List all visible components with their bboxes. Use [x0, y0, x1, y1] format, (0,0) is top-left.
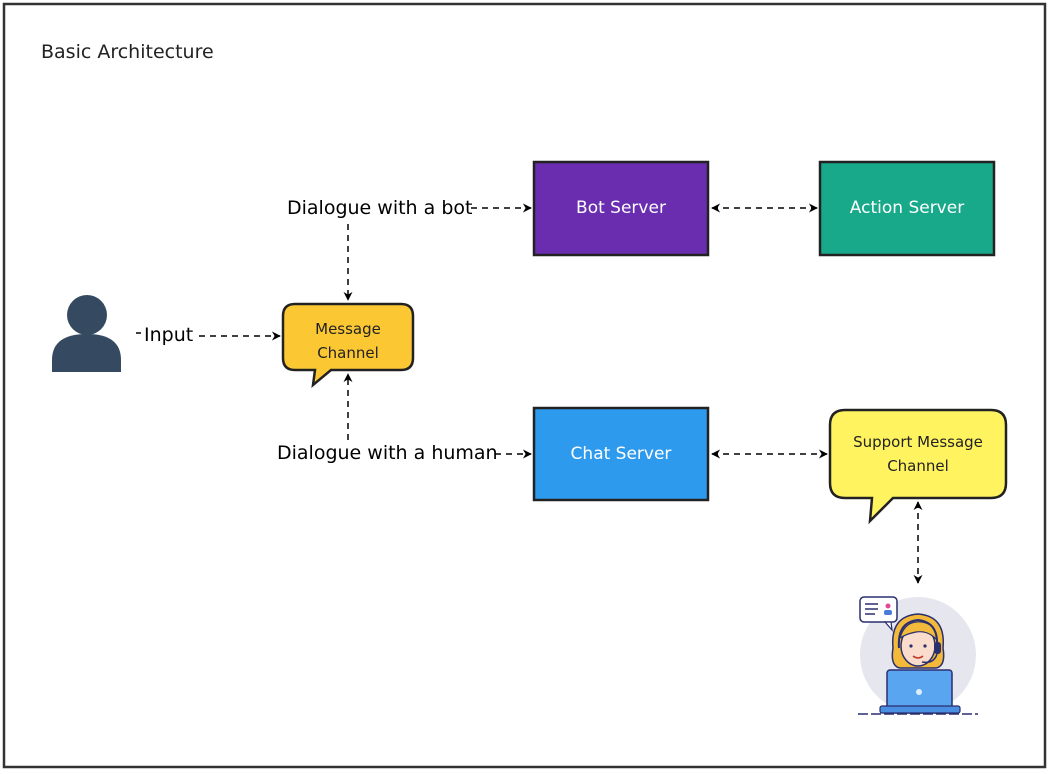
bot-server-node[interactable]: Bot Server [532, 160, 710, 257]
action-server-label: Action Server [850, 198, 964, 218]
user-icon [52, 295, 121, 372]
support-agent-icon [858, 596, 978, 715]
support-channel-label-line2: Channel [887, 457, 949, 475]
edge-label-input: Input [144, 324, 193, 346]
support-channel-label-line1: Support Message [853, 433, 983, 451]
message-channel-bubble [281, 302, 415, 389]
message-channel-label-line2: Channel [317, 344, 379, 362]
edge-label-dialogue-human: Dialogue with a human [277, 442, 498, 464]
message-channel-label-line1: Message [315, 320, 381, 338]
bot-server-box [532, 160, 710, 257]
chat-server-box [532, 406, 710, 502]
action-server-node[interactable]: Action Server [818, 160, 996, 257]
message-channel-node[interactable]: Message Channel [281, 302, 415, 389]
support-channel-node[interactable]: Support Message Channel [828, 408, 1008, 525]
bot-server-label: Bot Server [576, 198, 666, 218]
diagram-title: Basic Architecture [41, 41, 214, 63]
edge-label-dialogue-bot: Dialogue with a bot [287, 197, 472, 219]
support-channel-bubble [828, 408, 1008, 525]
chat-server-node[interactable]: Chat Server [532, 406, 710, 502]
action-server-box [818, 160, 996, 257]
edges [136, 203, 923, 584]
chat-server-label: Chat Server [571, 444, 672, 464]
